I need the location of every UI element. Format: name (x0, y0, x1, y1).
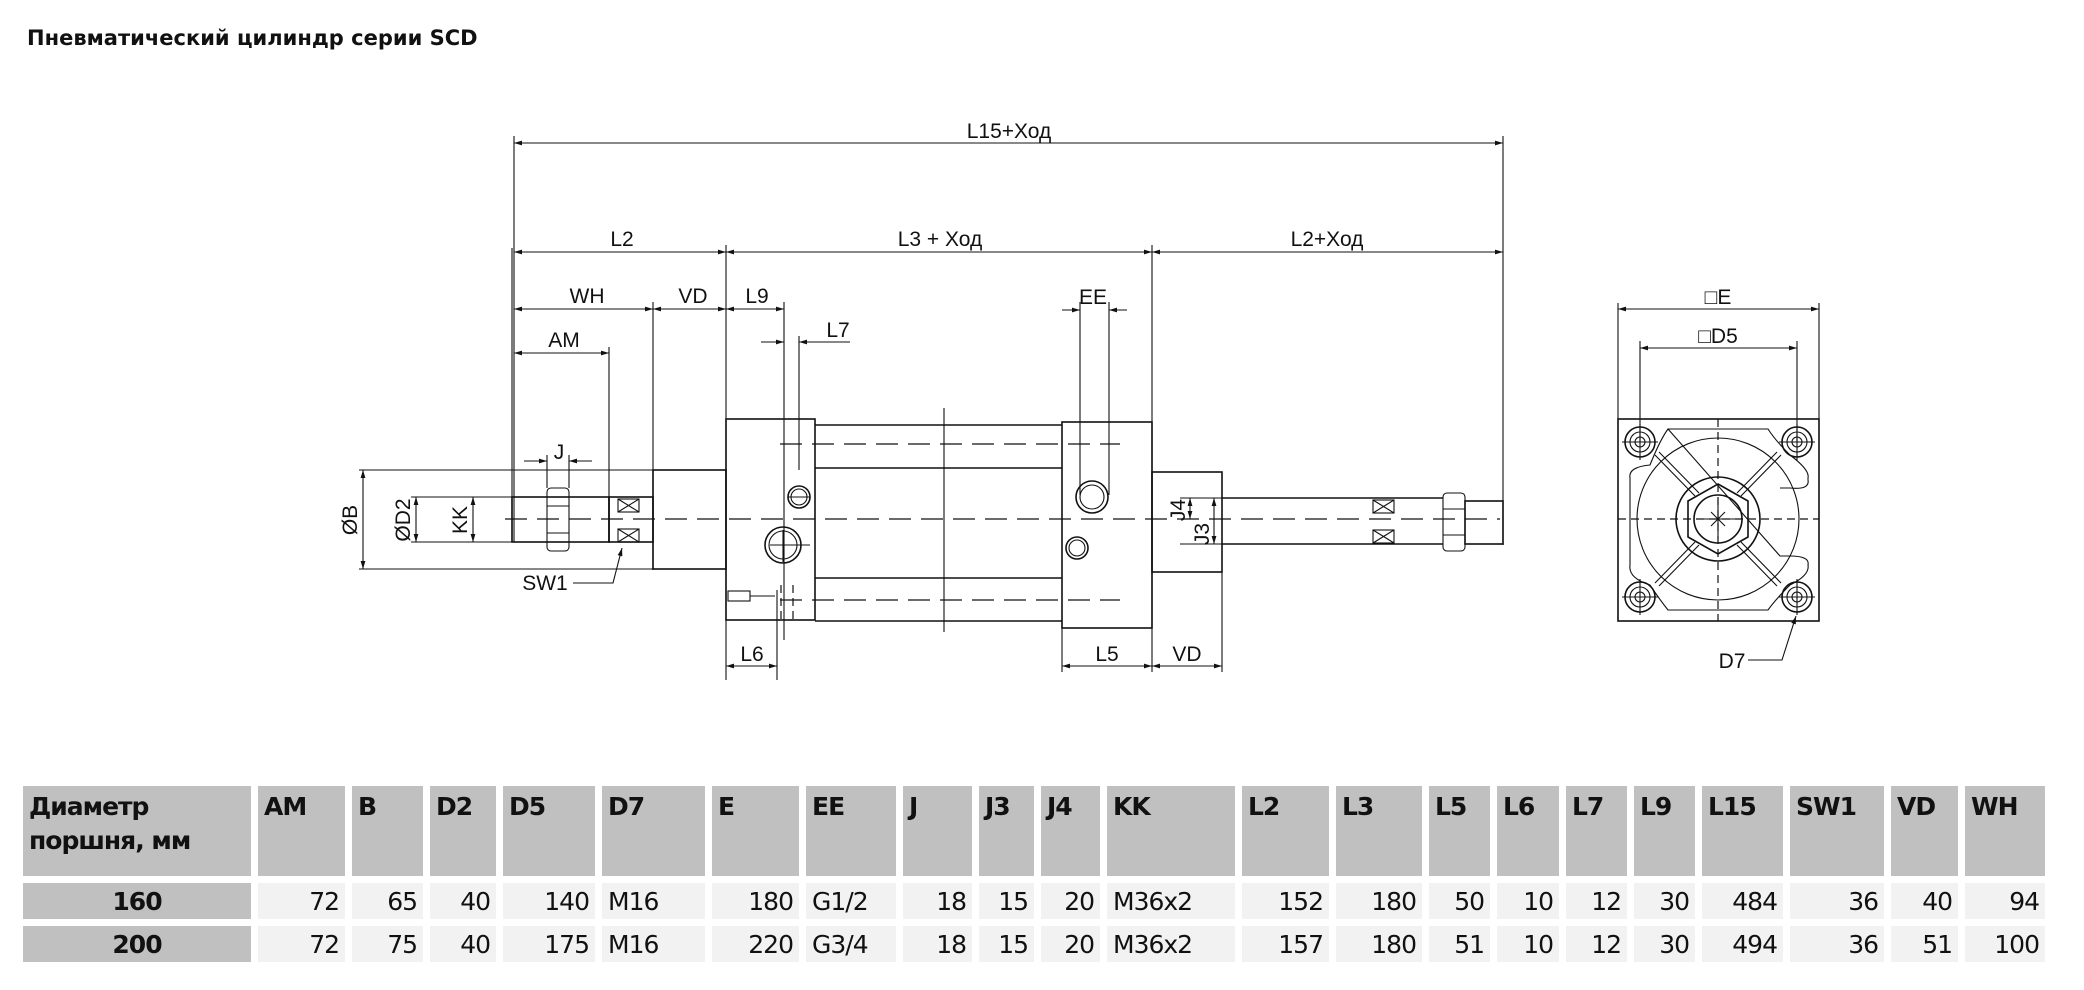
page-title: Пневматический цилиндр серии SCD (27, 26, 478, 50)
table-cell: 10 (1497, 883, 1559, 919)
bore-diameter-cell: 160 (23, 883, 251, 919)
dim-label-l7: L7 (826, 319, 849, 342)
table-cell: 30 (1634, 883, 1695, 919)
table-cell: G1/2 (806, 883, 896, 919)
column-header: D5 (503, 786, 595, 876)
column-header: SW1 (1790, 786, 1884, 876)
column-header: L5 (1429, 786, 1490, 876)
dim-label-e: □E (1705, 286, 1732, 309)
column-header: D7 (602, 786, 705, 876)
dim-label-wh: WH (570, 285, 605, 308)
end-view: □E □D5 D7 (1617, 286, 1820, 673)
table-cell: 12 (1566, 926, 1627, 962)
label-d7: D7 (1719, 650, 1746, 673)
column-header: AM (258, 786, 345, 876)
dim-label-j3: J3 (1191, 523, 1214, 545)
table-cell: 180 (1336, 926, 1422, 962)
dim-label-d5: □D5 (1698, 325, 1738, 348)
dim-label-l3: L3 + Ход (898, 228, 983, 251)
column-header: J3 (979, 786, 1034, 876)
dim-label-j: J (554, 441, 565, 464)
dim-label-l2: L2 (610, 228, 633, 251)
dim-label-od2: ØD2 (392, 498, 415, 541)
column-header: L9 (1634, 786, 1695, 876)
bore-diameter-cell: 200 (23, 926, 251, 962)
table-cell: 18 (903, 926, 972, 962)
column-header: L2 (1242, 786, 1329, 876)
table-cell: 18 (903, 883, 972, 919)
dim-label-l9: L9 (745, 285, 768, 308)
table-cell: G3/4 (806, 926, 896, 962)
table-cell: 10 (1497, 926, 1559, 962)
mounting-holes (1622, 424, 1815, 615)
column-header: VD (1891, 786, 1958, 876)
table-cell: 36 (1790, 926, 1884, 962)
column-header: L3 (1336, 786, 1422, 876)
table-cell: 100 (1965, 926, 2045, 962)
column-header: L7 (1566, 786, 1627, 876)
table-cell: 40 (430, 926, 496, 962)
dim-label-vd-rear: VD (1172, 643, 1201, 666)
side-view: L15+Ход L2 L3 + Ход L2+Ход WH VD L9 L7 A… (339, 120, 1504, 680)
table-cell: 12 (1566, 883, 1627, 919)
column-header: D2 (430, 786, 496, 876)
column-header: WH (1965, 786, 2045, 876)
table-cell: 65 (352, 883, 423, 919)
table-cell: 20 (1041, 926, 1100, 962)
table-cell: 20 (1041, 883, 1100, 919)
dim-label-am: AM (548, 329, 580, 352)
dim-label-kk: KK (449, 506, 472, 534)
table-cell: 140 (503, 883, 595, 919)
table-cell: M36x2 (1107, 883, 1235, 919)
dim-label-l6: L6 (740, 643, 763, 666)
table-cell: 36 (1790, 883, 1884, 919)
dim-label-l15: L15+Ход (967, 120, 1052, 143)
column-header: L15 (1702, 786, 1783, 876)
table-cell: M16 (602, 926, 705, 962)
column-header: E (712, 786, 799, 876)
dim-label-vd: VD (678, 285, 707, 308)
table-cell: 51 (1429, 926, 1490, 962)
column-header: EE (806, 786, 896, 876)
dim-label-ee: EE (1079, 286, 1107, 309)
table-cell: 94 (1965, 883, 2045, 919)
table-cell: 220 (712, 926, 799, 962)
table-cell: 175 (503, 926, 595, 962)
column-header: KK (1107, 786, 1235, 876)
dim-label-j4: J4 (1167, 499, 1190, 522)
table-cell: 50 (1429, 883, 1490, 919)
table-cell: 152 (1242, 883, 1329, 919)
table-cell: M36x2 (1107, 926, 1235, 962)
table-cell: 157 (1242, 926, 1329, 962)
column-header: B (352, 786, 423, 876)
table-cell: 72 (258, 926, 345, 962)
dim-label-l2-stroke: L2+Ход (1291, 228, 1364, 251)
table-cell: 15 (979, 926, 1034, 962)
dim-label-l5: L5 (1095, 643, 1118, 666)
table-cell: 75 (352, 926, 423, 962)
column-header: L6 (1497, 786, 1559, 876)
table-cell: 180 (712, 883, 799, 919)
table-cell: 51 (1891, 926, 1958, 962)
table-cell: 15 (979, 883, 1034, 919)
column-header: J (903, 786, 972, 876)
table-cell: 72 (258, 883, 345, 919)
table-cell: 30 (1634, 926, 1695, 962)
column-header: J4 (1041, 786, 1100, 876)
dim-label-ob: ØB (339, 505, 362, 535)
table-cell: 484 (1702, 883, 1783, 919)
table-cell: 180 (1336, 883, 1422, 919)
column-header: Диаметр поршня, мм (23, 786, 251, 876)
table-cell: M16 (602, 883, 705, 919)
table-cell: 494 (1702, 926, 1783, 962)
table-cell: 40 (430, 883, 496, 919)
label-sw1: SW1 (522, 572, 568, 595)
table-cell: 40 (1891, 883, 1958, 919)
